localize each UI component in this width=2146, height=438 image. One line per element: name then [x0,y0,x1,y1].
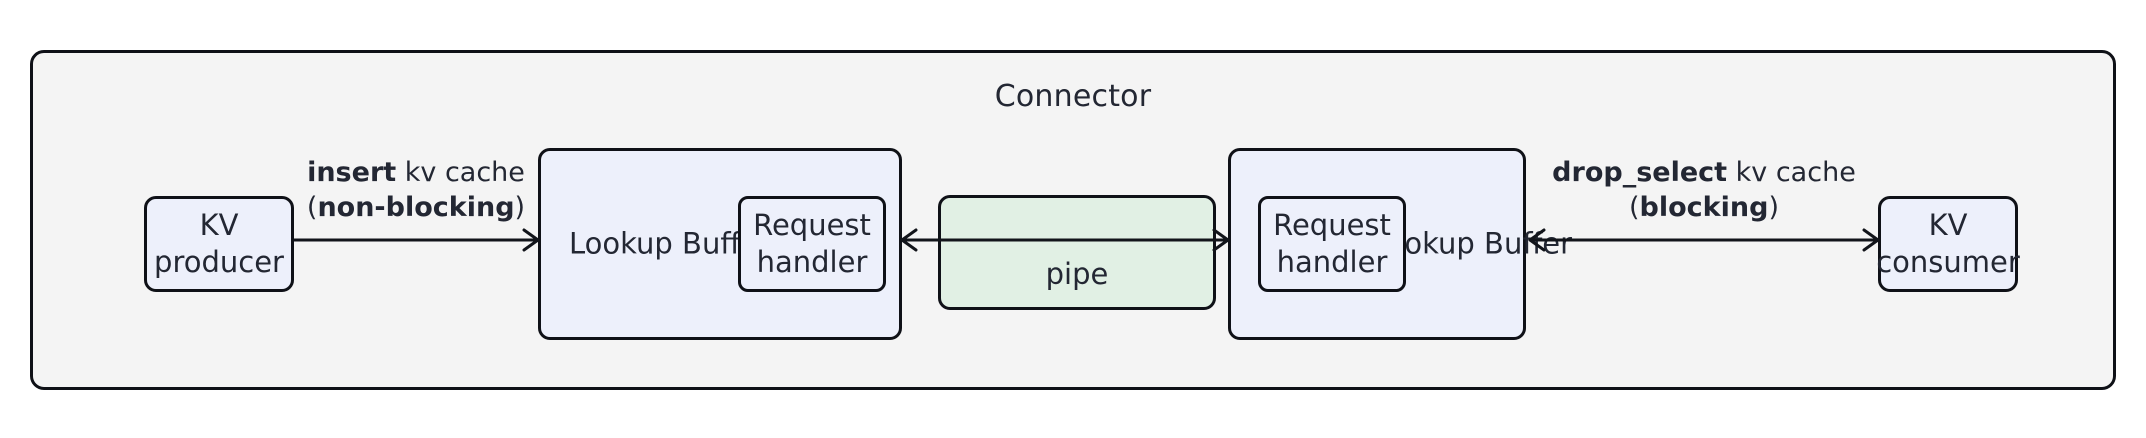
left-request-handler-line-1: Request [753,207,871,242]
edge-label-drop-select-close: ) [1768,192,1779,224]
edge-label-drop-select-line-2: (blocking) [1530,190,1878,225]
arrow-pipe-to-right-buffer [906,228,1230,252]
edge-label-insert-rest: kv cache [396,157,525,188]
edge-label-insert-bold: insert [307,157,397,188]
edge-label-drop-select-bold: drop_select [1552,157,1728,188]
left-lookup-buffer-line-1: Lookup [569,226,673,261]
node-kv-producer: KV producer [144,196,294,292]
right-request-handler-line-1: Request [1273,207,1391,242]
edge-label-insert-open: ( [306,192,318,224]
left-lookup-buffer-label: Lookup Buffer [569,225,770,262]
edge-label-insert-close: ) [514,192,526,224]
edge-label-insert-bold-2: non-blocking [317,192,515,224]
kv-consumer-line-2: consumer [1876,245,2020,279]
edge-label-drop-select-rest: kv cache [1727,157,1856,188]
right-request-handler-line-2: handler [1276,245,1388,279]
node-kv-consumer: KV consumer [1876,196,2020,292]
connector-title: Connector [994,79,1152,114]
pipe-label: pipe [1045,256,1109,291]
edge-label-drop-select-bold-2: blocking [1639,192,1769,224]
kv-producer-line-2: producer [154,245,284,279]
edge-label-drop-select-line-1: drop_select kv cache [1530,155,1878,190]
edge-label-drop-select-open: ( [1629,192,1640,224]
left-request-handler-line-2: handler [756,245,868,279]
node-left-lookup-buffer: Lookup Buffer [538,148,902,340]
node-left-request-handler: Request handler [738,196,886,292]
arrow-drop-select [1528,228,1880,252]
node-pipe: pipe [938,195,1216,310]
edge-label-insert-line-1: insert kv cache [294,155,538,190]
edge-label-insert: insert kv cache (non-blocking) [294,155,538,225]
edge-label-drop-select: drop_select kv cache (blocking) [1530,155,1878,225]
arrow-insert [294,228,540,252]
kv-producer-line-1: KV [199,207,239,242]
right-lookup-buffer-line-2: Buffer [1484,226,1573,261]
edge-label-insert-line-2: (non-blocking) [294,190,538,225]
kv-consumer-line-1: KV [1928,207,1968,242]
node-right-request-handler: Request handler [1258,196,1406,292]
